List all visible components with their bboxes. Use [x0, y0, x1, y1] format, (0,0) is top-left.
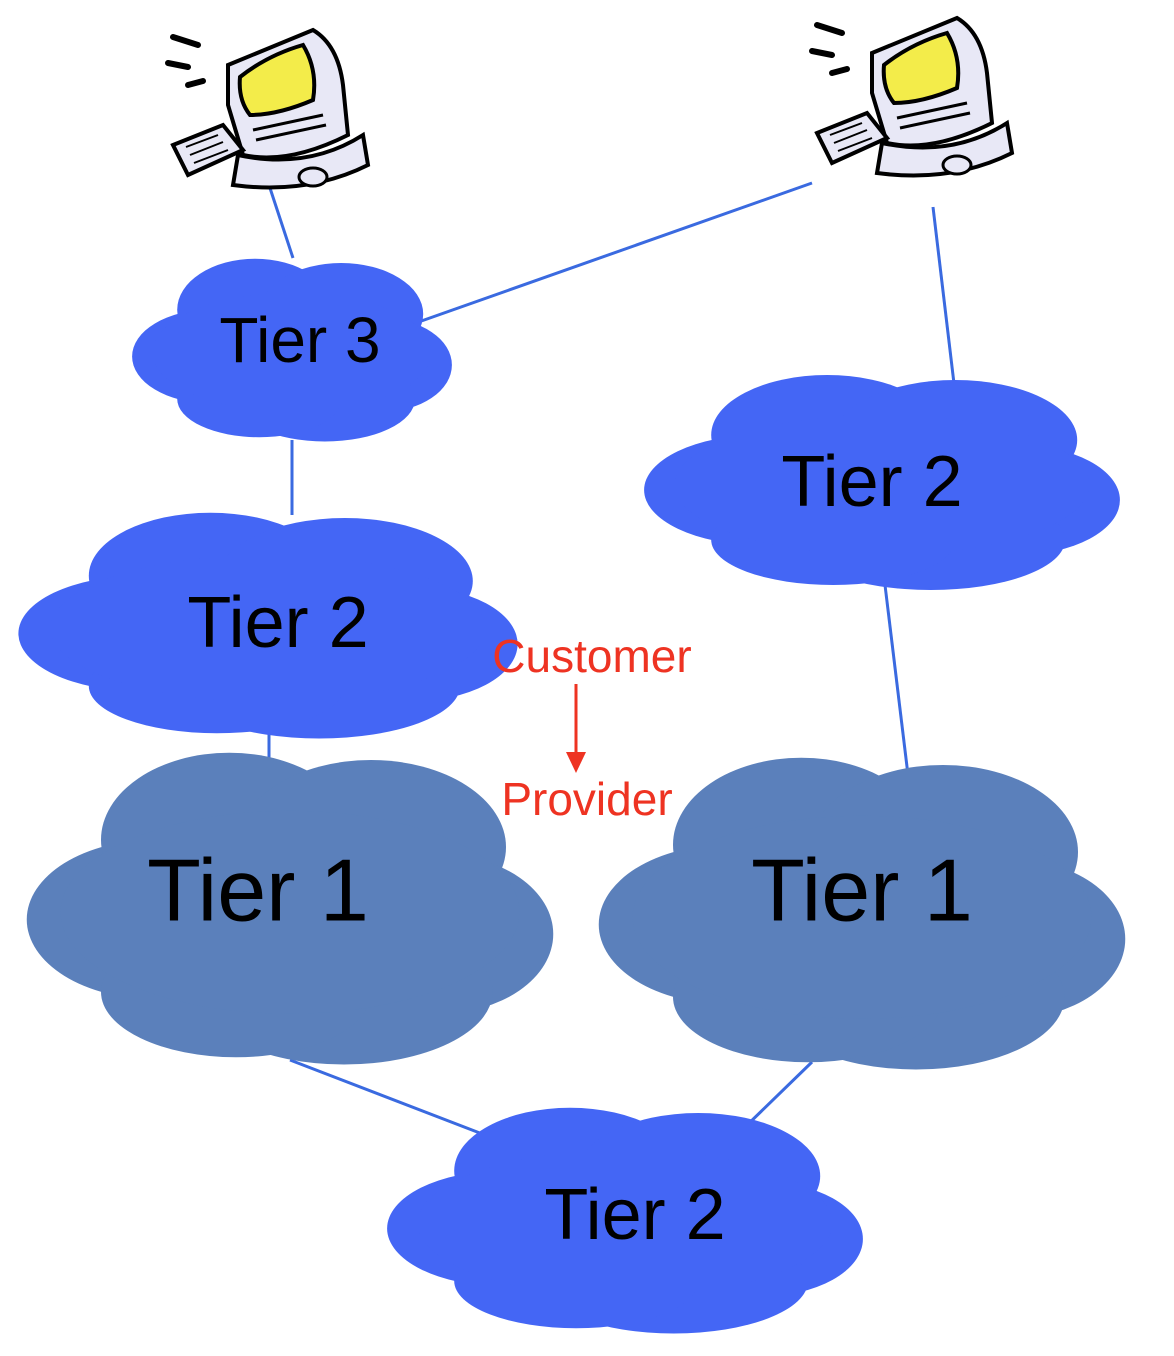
link-computer-left-to-tier3	[266, 181, 295, 259]
relationship-legend: Customer Provider	[492, 630, 691, 825]
legend-arrow-head	[566, 752, 586, 773]
tier3-label: Tier 3	[219, 304, 380, 376]
tier1-right-label: Tier 1	[751, 840, 973, 939]
tier3-cloud: Tier 3	[132, 258, 452, 442]
tier2-bottom-cloud: Tier 2	[387, 1107, 863, 1334]
link-computer-right-to-tier2-right	[931, 206, 957, 393]
desktop-computer-icon	[168, 30, 368, 188]
link-tier2-right-to-tier1-right	[883, 584, 910, 776]
tier2-right-label: Tier 2	[781, 442, 962, 522]
legend-customer-label: Customer	[492, 630, 691, 682]
tier2-right-cloud: Tier 2	[644, 375, 1120, 590]
tier2-bottom-label: Tier 2	[544, 1175, 725, 1255]
legend-provider-label: Provider	[501, 773, 672, 825]
tier1-right-cloud: Tier 1	[598, 757, 1126, 1070]
link-tier1-right-to-tier2-bottom	[740, 1060, 814, 1132]
link-tier1-left-to-tier2-bottom	[289, 1058, 486, 1137]
tier1-left-cloud: Tier 1	[26, 752, 554, 1065]
tier2-left-label: Tier 2	[187, 583, 368, 663]
tier1-left-label: Tier 1	[147, 840, 369, 939]
link-computer-right-to-tier3	[409, 181, 813, 327]
tier2-left-cloud: Tier 2	[18, 512, 518, 739]
desktop-computer-icon	[812, 18, 1012, 176]
